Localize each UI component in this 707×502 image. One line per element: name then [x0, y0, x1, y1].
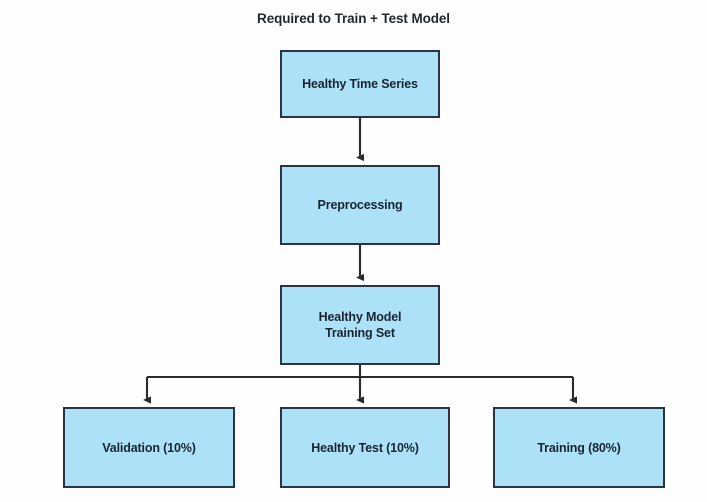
node-healthy-time-series[interactable]: Healthy Time Series	[280, 50, 440, 118]
node-validation-label: Validation (10%)	[102, 440, 196, 455]
diagram-title: Required to Train + Test Model	[257, 11, 450, 26]
node-healthy-test-label: Healthy Test (10%)	[311, 440, 419, 455]
node-validation[interactable]: Validation (10%)	[63, 407, 235, 488]
node-healthy-time-series-label: Healthy Time Series	[302, 77, 418, 91]
node-preprocessing[interactable]: Preprocessing	[280, 165, 440, 245]
node-healthy-model-training-set-label: Healthy Model Training Set	[318, 310, 402, 340]
node-preprocessing-label: Preprocessing	[317, 198, 403, 212]
node-healthy-test[interactable]: Healthy Test (10%)	[280, 407, 450, 488]
node-healthy-model-training-set[interactable]: Healthy Model Training Set	[280, 285, 440, 365]
node-training[interactable]: Training (80%)	[493, 407, 665, 488]
edge-split-bus	[147, 365, 573, 379]
node-training-label: Training (80%)	[537, 440, 621, 455]
